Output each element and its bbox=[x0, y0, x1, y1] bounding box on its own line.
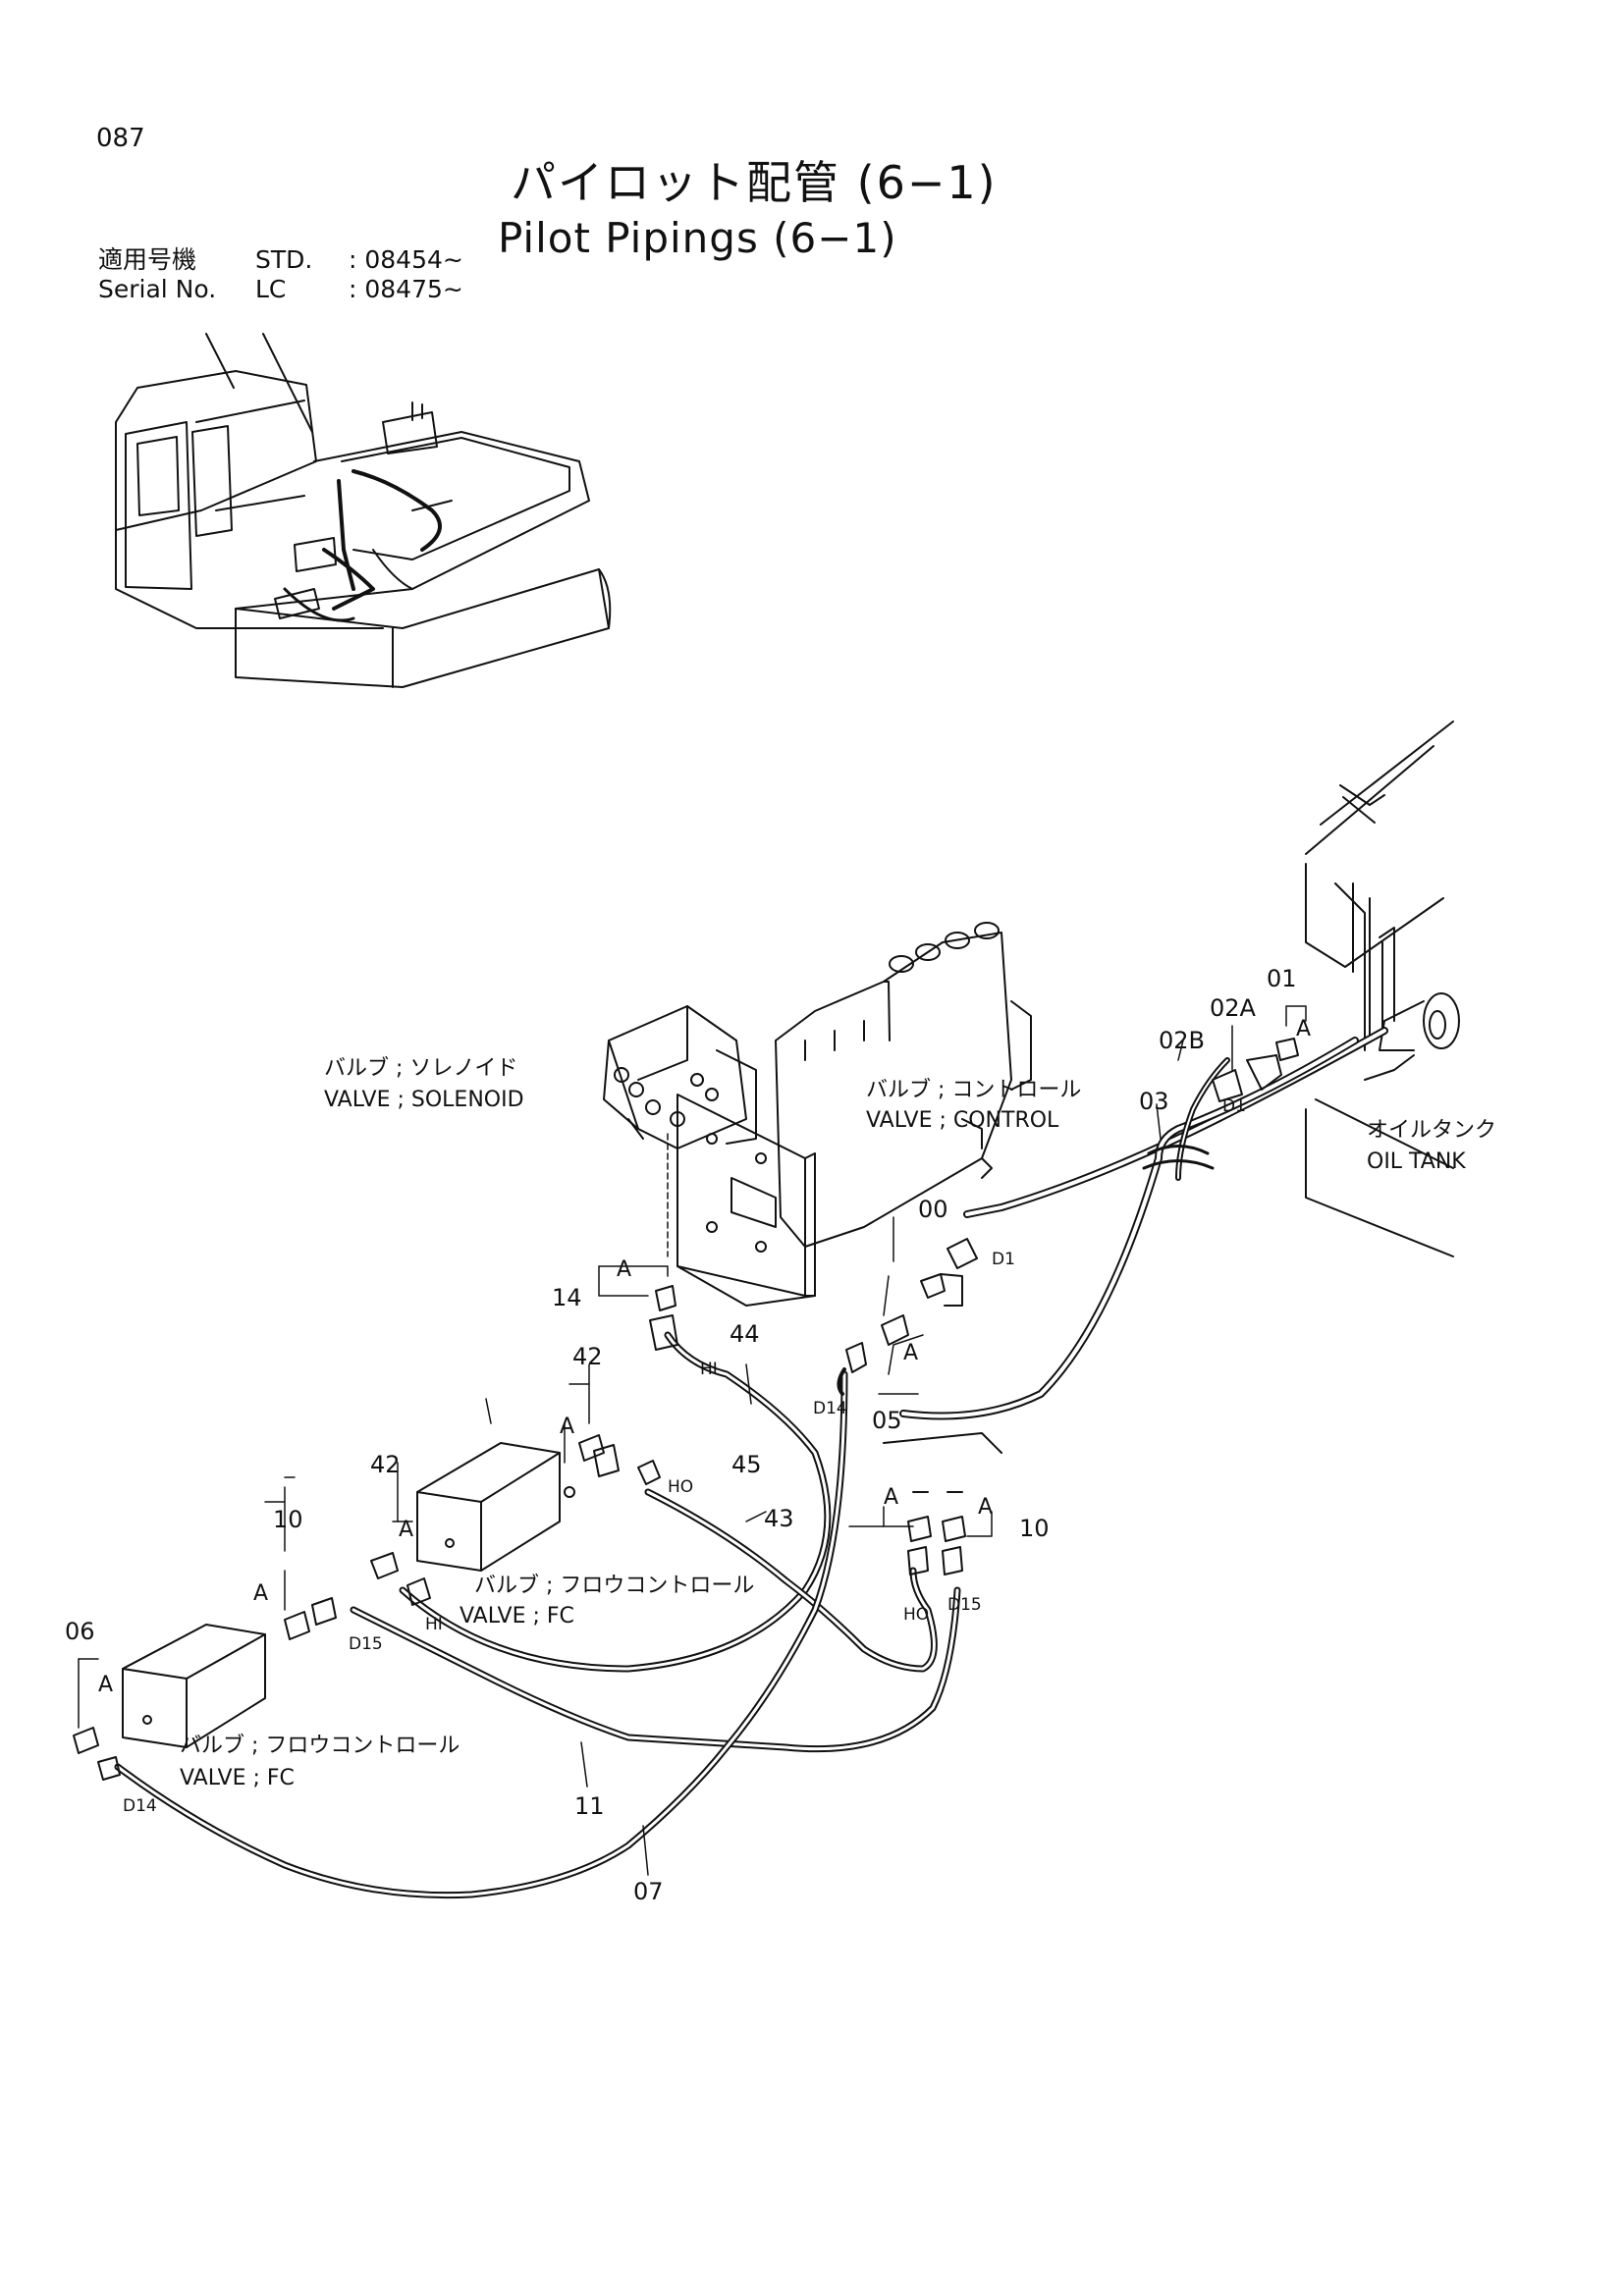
port-label-ho-right: HO bbox=[903, 1605, 929, 1625]
solenoid-valve-drawing bbox=[603, 1005, 757, 1149]
part-callout-43: 43 bbox=[764, 1505, 794, 1532]
port-label-d14-lower: D14 bbox=[123, 1796, 157, 1816]
hose-port-labels: D1 D1 HI HI HO HO D14 D14 D15 D15 bbox=[123, 1096, 1246, 1816]
part-callout-44: 44 bbox=[730, 1320, 760, 1348]
flow-control-valve-lower-label-en: VALVE ; FC bbox=[180, 1766, 295, 1790]
serial-label-japanese: 適用号機 bbox=[98, 245, 197, 274]
serial-row-lc: Serial No. LC : 08475∼ bbox=[98, 275, 463, 304]
part-callout-11: 11 bbox=[574, 1792, 605, 1820]
page-number: 087 bbox=[96, 124, 145, 153]
part-callout-10-left: 10 bbox=[273, 1506, 303, 1533]
part-callout-42-lower: 42 bbox=[370, 1451, 401, 1478]
serial-label-english: Serial No. bbox=[98, 275, 217, 303]
serial-number-block: 適用号機 STD. : 08454∼ Serial No. LC : 08475∼ bbox=[98, 245, 463, 304]
port-label-d14-upper: D14 bbox=[813, 1399, 847, 1418]
detail-a-mark-06: A bbox=[98, 1673, 113, 1697]
part-callout-42-upper: 42 bbox=[572, 1343, 603, 1370]
detail-a-mark-01: A bbox=[1296, 1017, 1311, 1041]
part-callout-03: 03 bbox=[1139, 1088, 1169, 1115]
detail-a-mark-10-left: A bbox=[253, 1581, 268, 1606]
solenoid-valve-label-jp: バルブ ; ソレノイド bbox=[324, 1056, 517, 1081]
flow-control-valve-upper-label-jp: バルブ ; フロウコントロール bbox=[474, 1574, 754, 1598]
fittings bbox=[73, 1038, 1299, 1781]
port-label-d1-lower: D1 bbox=[992, 1250, 1015, 1269]
port-label-d15-left: D15 bbox=[349, 1634, 383, 1654]
part-callout-10-right: 10 bbox=[1019, 1515, 1050, 1542]
detail-a-mark-43: A bbox=[884, 1485, 898, 1510]
part-callout-45: 45 bbox=[731, 1451, 762, 1478]
lc-label: LC bbox=[255, 275, 287, 303]
control-valve-label-en: VALVE ; CONTROL bbox=[866, 1108, 1059, 1133]
port-label-hi-upper: HI bbox=[700, 1360, 718, 1379]
detail-a-mark-10-right: A bbox=[978, 1495, 993, 1520]
oil-tank-label-en: OIL TANK bbox=[1367, 1149, 1466, 1174]
port-label-d15-right: D15 bbox=[947, 1595, 982, 1615]
part-callout-05: 05 bbox=[872, 1407, 902, 1434]
lc-serial-value: : 08475∼ bbox=[349, 275, 463, 303]
control-valve-drawing bbox=[775, 922, 1032, 1248]
part-callout-14: 14 bbox=[552, 1284, 582, 1311]
part-callout-01: 01 bbox=[1267, 965, 1297, 992]
part-number-callouts: 01 02A 02B 03 00 14 44 05 42 42 45 43 10… bbox=[65, 965, 1297, 1905]
page-title-japanese: パイロット配管 (6−1) bbox=[511, 156, 998, 209]
oil-tank-outline bbox=[1305, 721, 1454, 1257]
oil-tank-label-jp: オイルタンク bbox=[1367, 1118, 1496, 1143]
part-callout-02b: 02B bbox=[1159, 1027, 1205, 1054]
serial-row-std: 適用号機 STD. : 08454∼ bbox=[98, 245, 463, 275]
flow-control-valve-lower-label-jp: バルブ ; フロウコントロール bbox=[180, 1734, 460, 1758]
detail-a-mark-42-upper: A bbox=[560, 1415, 574, 1439]
detail-a-marks: A A A A A A A A A bbox=[98, 1017, 1311, 1697]
std-serial-value: : 08454∼ bbox=[349, 245, 463, 274]
mounting-bracket bbox=[676, 1094, 816, 1307]
flow-control-valve-upper-drawing bbox=[416, 1442, 575, 1572]
component-labels: バルブ ; ソレノイド VALVE ; SOLENOID バルブ ; コントロー… bbox=[180, 1056, 1496, 1790]
detail-a-mark-14: A bbox=[617, 1257, 631, 1282]
part-callout-06: 06 bbox=[65, 1618, 95, 1645]
excavator-overview-sketch bbox=[115, 333, 612, 688]
leader-lines bbox=[78, 1005, 1307, 1876]
control-valve-label-jp: バルブ ; コントロール bbox=[866, 1078, 1081, 1102]
pilot-hoses bbox=[114, 1027, 1388, 1899]
part-callout-07: 07 bbox=[633, 1878, 664, 1905]
flow-control-valve-upper-label-en: VALVE ; FC bbox=[460, 1604, 574, 1629]
flow-control-valve-lower-drawing bbox=[122, 1624, 266, 1748]
part-callout-02a: 02A bbox=[1210, 994, 1257, 1022]
detail-a-mark-42-lower: A bbox=[399, 1518, 413, 1542]
port-label-d1-upper: D1 bbox=[1222, 1096, 1246, 1116]
port-label-ho-left: HO bbox=[668, 1477, 693, 1497]
std-label: STD. bbox=[255, 245, 313, 274]
solenoid-valve-label-en: VALVE ; SOLENOID bbox=[324, 1088, 524, 1112]
part-callout-00: 00 bbox=[918, 1196, 948, 1223]
page-title-english: Pilot Pipings (6−1) bbox=[498, 214, 897, 262]
detail-a-mark-05: A bbox=[903, 1341, 918, 1365]
port-label-hi-lower: HI bbox=[425, 1615, 443, 1634]
